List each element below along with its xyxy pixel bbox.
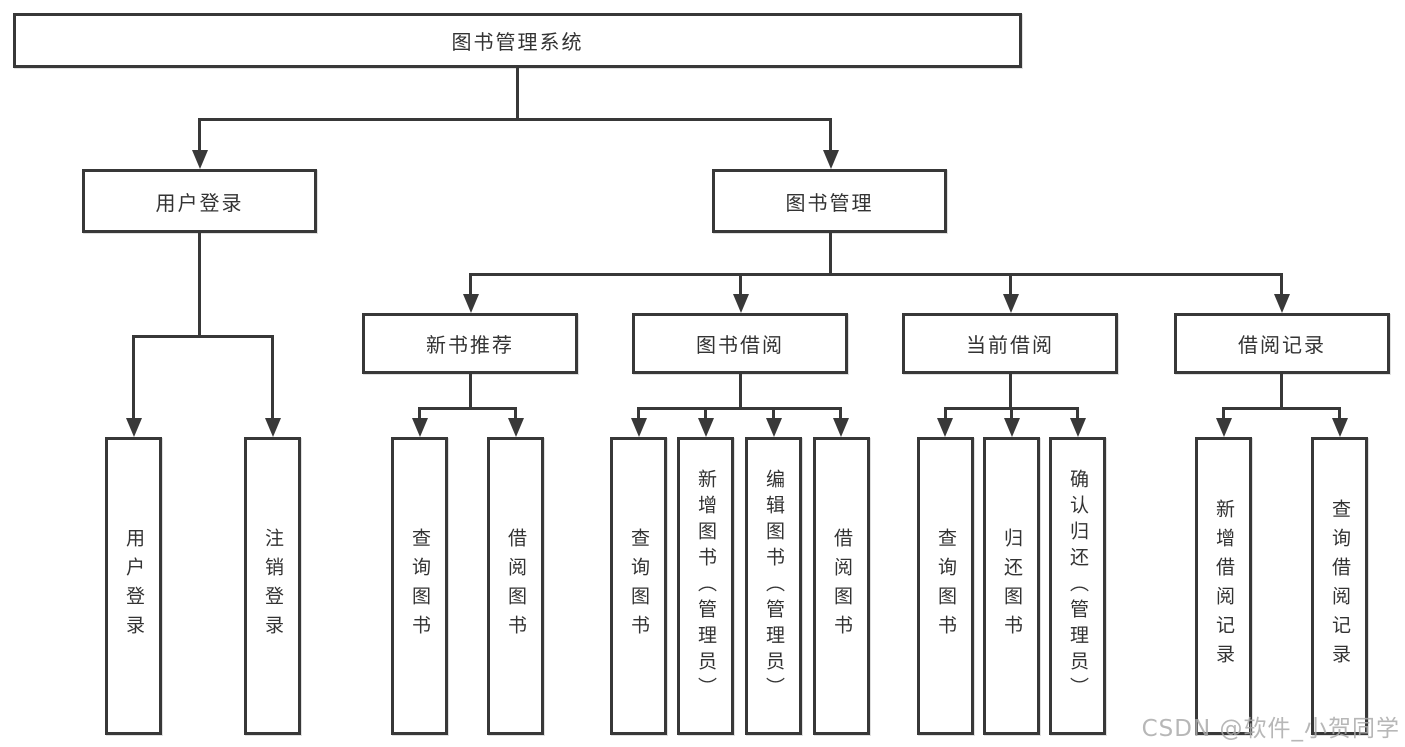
- connector-new-book-rec-hline: [418, 407, 517, 410]
- leaf-confirm-return-admin: 确认归还（管理员）: [1049, 437, 1106, 735]
- leaf-user-login-label: 用户登录: [123, 528, 145, 644]
- connector-borrow-records-stem: [1280, 374, 1283, 409]
- connector-to-user-login: [198, 118, 201, 152]
- connector-book-mgmt-stem: [829, 233, 832, 275]
- arrow-down-icon: [463, 294, 479, 313]
- leaf-logout-label: 注销登录: [262, 528, 284, 644]
- node-root: 图书管理系统: [13, 13, 1022, 68]
- arrow-down-icon: [126, 418, 142, 437]
- leaf-edit-book-admin-label: 编辑图书（管理员）: [763, 469, 785, 703]
- leaf-query-book-2: 查询图书: [610, 437, 667, 735]
- connector-book-borrow-hline: [637, 407, 842, 410]
- arrow-down-icon: [412, 418, 428, 437]
- connector-to-leaf-query-book-2: [637, 407, 640, 420]
- arrow-down-icon: [766, 418, 782, 437]
- connector-to-borrow-records: [1280, 273, 1283, 296]
- connector-to-current-borrow: [1009, 273, 1012, 296]
- arrow-down-icon: [1274, 294, 1290, 313]
- connector-to-leaf-confirm-return: [1076, 407, 1079, 420]
- arrow-down-icon: [733, 294, 749, 313]
- connector-to-book-borrow: [739, 273, 742, 296]
- connector-root-hline: [198, 118, 832, 121]
- leaf-borrow-book-2: 借阅图书: [813, 437, 870, 735]
- leaf-borrow-book-2-label: 借阅图书: [831, 528, 853, 644]
- arrow-down-icon: [631, 418, 647, 437]
- node-current-borrow-label: 当前借阅: [966, 333, 1054, 357]
- leaf-add-book-admin-label: 新增图书（管理员）: [695, 469, 717, 703]
- connector-to-leaf-borrow-book-1: [514, 407, 517, 420]
- leaf-return-book-label: 归还图书: [1001, 528, 1023, 644]
- arrow-down-icon: [1216, 418, 1232, 437]
- leaf-query-book-3: 查询图书: [917, 437, 974, 735]
- arrow-down-icon: [1070, 418, 1086, 437]
- leaf-logout: 注销登录: [244, 437, 301, 735]
- node-borrow-records-label: 借阅记录: [1238, 333, 1326, 357]
- arrow-down-icon: [265, 418, 281, 437]
- connector-to-leaf-query-record: [1338, 407, 1341, 420]
- leaf-query-book-2-label: 查询图书: [628, 528, 650, 644]
- connector-to-leaf-query-book-3: [944, 407, 947, 420]
- connector-book-borrow-stem: [739, 374, 742, 409]
- connector-to-leaf-user-login: [132, 335, 135, 420]
- arrow-down-icon: [823, 150, 839, 169]
- node-borrow-records: 借阅记录: [1174, 313, 1390, 374]
- leaf-add-borrow-record: 新增借阅记录: [1195, 437, 1252, 735]
- leaf-query-borrow-record-label: 查询借阅记录: [1329, 499, 1351, 673]
- leaf-query-book-3-label: 查询图书: [935, 528, 957, 644]
- node-book-borrow-label: 图书借阅: [696, 333, 784, 357]
- arrow-down-icon: [1332, 418, 1348, 437]
- node-book-mgmt: 图书管理: [712, 169, 947, 233]
- leaf-borrow-book-1-label: 借阅图书: [505, 528, 527, 644]
- leaf-query-book-1: 查询图书: [391, 437, 448, 735]
- leaf-add-borrow-record-label: 新增借阅记录: [1213, 499, 1235, 673]
- arrow-down-icon: [1004, 418, 1020, 437]
- connector-to-leaf-borrow-book-2: [839, 407, 842, 420]
- connector-to-leaf-logout: [271, 335, 274, 420]
- leaf-add-book-admin: 新增图书（管理员）: [677, 437, 734, 735]
- arrow-down-icon: [192, 150, 208, 169]
- node-book-borrow: 图书借阅: [632, 313, 848, 374]
- leaf-return-book: 归还图书: [983, 437, 1040, 735]
- leaf-query-borrow-record: 查询借阅记录: [1311, 437, 1368, 735]
- connector-to-leaf-edit-book: [772, 407, 775, 420]
- node-book-mgmt-label: 图书管理: [785, 190, 874, 215]
- node-root-label: 图书管理系统: [451, 30, 584, 54]
- connector-to-new-book-rec: [469, 273, 472, 296]
- node-new-book-rec-label: 新书推荐: [426, 333, 514, 357]
- leaf-borrow-book-1: 借阅图书: [487, 437, 544, 735]
- connector-root-stem: [516, 68, 519, 120]
- leaf-user-login: 用户登录: [105, 437, 162, 735]
- connector-user-login-stem: [198, 233, 201, 337]
- connector-user-login-hline: [132, 335, 274, 338]
- connector-to-book-mgmt: [829, 118, 832, 152]
- connector-to-leaf-add-book: [704, 407, 707, 420]
- node-user-login: 用户登录: [82, 169, 317, 233]
- arrow-down-icon: [698, 418, 714, 437]
- arrow-down-icon: [508, 418, 524, 437]
- leaf-edit-book-admin: 编辑图书（管理员）: [745, 437, 802, 735]
- node-current-borrow: 当前借阅: [902, 313, 1118, 374]
- leaf-query-book-1-label: 查询图书: [409, 528, 431, 644]
- watermark: CSDN @软件_小贺同学: [1141, 716, 1400, 742]
- arrow-down-icon: [833, 418, 849, 437]
- node-user-login-label: 用户登录: [155, 190, 244, 215]
- arrow-down-icon: [1003, 294, 1019, 313]
- connector-book-mgmt-hline: [469, 273, 1283, 276]
- connector-current-borrow-stem: [1009, 374, 1012, 409]
- connector-borrow-records-hline: [1222, 407, 1341, 410]
- connector-to-leaf-add-record: [1222, 407, 1225, 420]
- arrow-down-icon: [937, 418, 953, 437]
- connector-to-leaf-return-book: [1010, 407, 1013, 420]
- node-new-book-rec: 新书推荐: [362, 313, 578, 374]
- connector-to-leaf-query-book-1: [418, 407, 421, 420]
- leaf-confirm-return-admin-label: 确认归还（管理员）: [1067, 469, 1089, 703]
- connector-new-book-rec-stem: [469, 374, 472, 409]
